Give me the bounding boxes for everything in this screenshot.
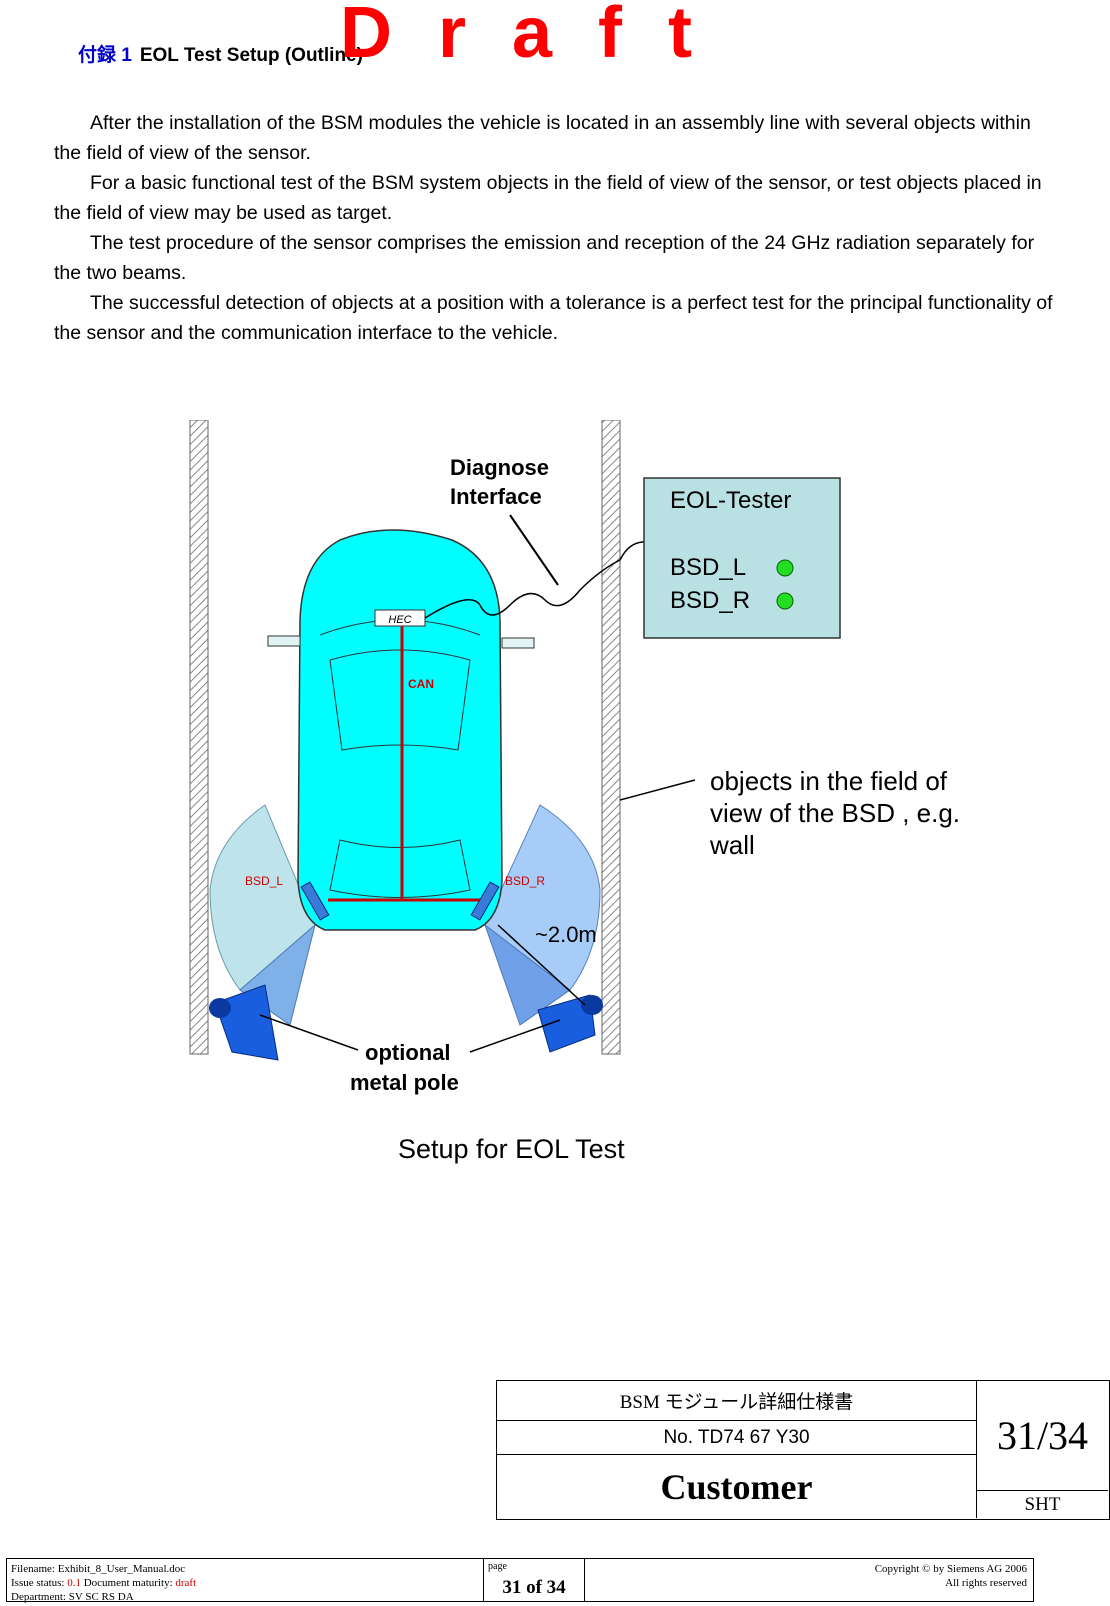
pole-arrow-left [259,1014,359,1051]
paragraph: After the installation of the BSM module… [54,112,1031,164]
footer-rights: All rights reserved [945,1577,1027,1589]
diagnose-label-2: Interface [450,484,542,509]
beam-right-outer [484,804,601,991]
vehicle-windshield [329,649,471,751]
footer-department: Department: SV SC RS DA [11,1591,134,1603]
draft-watermark: Draft [340,0,739,73]
diagnose-arrow [509,514,559,586]
can-label: CAN [408,677,434,691]
issue-value: 0.1 [67,1577,81,1589]
metal-pole-right [537,994,596,1053]
body-text: After the installation of the BSM module… [54,108,1054,348]
title-block: BSM モジュール詳細仕様書 No. TD74 67 Y30 Customer … [496,1380,1110,1520]
footer-page: page 31 of 34 [483,1559,585,1601]
vehicle-rear-window [329,839,471,898]
bsd-l-led [776,559,794,577]
sheet-number: 31/34 [977,1381,1108,1491]
bsd-r-indicator-label: BSD_R [670,587,750,614]
objects-label-3: wall [709,830,755,860]
doc-title: BSM モジュール詳細仕様書 [497,1381,977,1421]
mirror-right [501,637,535,649]
hec-label: HEC [388,614,411,626]
sensor-right-label: BSD_R [505,874,545,888]
section-number: 付録 1 [78,45,132,66]
vehicle [297,529,503,931]
left-wall [189,420,209,1055]
footer-page-value: 31 of 34 [502,1577,566,1598]
footer-right: Copyright © by Siemens AG 2006 All right… [875,1562,1027,1590]
diagram-caption: Setup for EOL Test [398,1134,625,1164]
objects-arrow [619,779,696,801]
doc-number: No. TD74 67 Y30 [497,1421,977,1455]
metal-pole-left [214,984,279,1061]
footer-copyright: Copyright © by Siemens AG 2006 [874,1563,1027,1575]
footer-filename: Filename: Exhibit_8_User_Manual.doc [11,1563,186,1575]
pole-label-1: optional [365,1040,451,1065]
paragraph: The successful detection of objects at a… [54,292,1053,344]
customer-label: Customer [497,1455,977,1518]
issue-prefix: Issue status: [11,1577,68,1589]
diagnose-label-1: Diagnose [450,455,549,480]
diagnose-cable [424,541,649,619]
distance-arrow [497,924,586,1006]
bsd-r-led [776,592,794,610]
sheet-label: SHT [1024,1493,1061,1515]
metal-pole-right-tip [581,995,603,1015]
right-wall [601,420,621,1055]
maturity-value: draft [175,1577,197,1589]
objects-label-1: objects in the field of [710,766,948,796]
sensor-left [300,881,330,921]
pole-label-2: metal pole [350,1070,459,1095]
eol-tester-box [643,477,841,639]
objects-label-2: view of the BSD , e.g. [710,798,960,828]
mirror-left [267,635,301,647]
section-heading: 付録 1 EOL Test Setup (Outline) [78,40,363,67]
beam-left-outer [209,804,316,991]
bsd-l-indicator-label: BSD_L [670,554,746,581]
sensor-right [470,881,500,921]
metal-pole-left-tip [209,998,231,1018]
page-footer: Filename: Exhibit_8_User_Manual.doc Issu… [6,1558,1034,1604]
sensor-left-label: BSD_L [245,874,283,888]
section-title: EOL Test Setup (Outline) [139,45,363,66]
eol-setup-diagram: HEC CAN BSD_L BSD_R ~2.0m Diagnose Inter… [189,420,960,1164]
maturity-prefix: Document maturity: [80,1577,176,1589]
footer-left: Filename: Exhibit_8_User_Manual.doc Issu… [11,1562,196,1604]
distance-label: ~2.0m [535,922,597,947]
footer-issue: Issue status: 0.1 Document maturity: dra… [11,1576,196,1590]
paragraph: The test procedure of the sensor compris… [54,232,1035,284]
eol-tester-title: EOL-Tester [670,487,791,514]
footer-page-label: page [488,1561,507,1572]
paragraph: For a basic functional test of the BSM s… [54,172,1042,224]
pole-arrow-right [469,1019,561,1053]
